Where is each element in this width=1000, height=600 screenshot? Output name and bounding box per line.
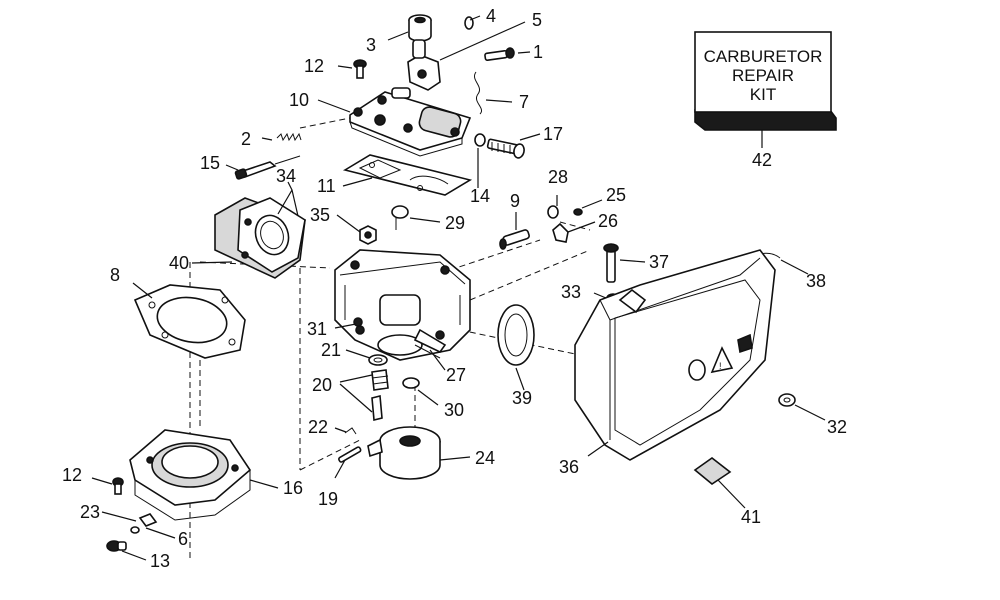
- plug-part-25: [573, 208, 583, 216]
- top-cover-part-10: [349, 87, 472, 157]
- kit-line-3: KIT: [750, 85, 776, 104]
- label-12-top: 12: [304, 56, 324, 76]
- fitting-part-5: [407, 39, 441, 91]
- label-21: 21: [321, 340, 341, 360]
- needle-part-15: [234, 155, 301, 180]
- pin-part-27: [414, 344, 441, 359]
- intake-plate-part-34: [214, 197, 306, 279]
- kit-line-1: CARBURETOR: [704, 47, 823, 66]
- label-41: 41: [741, 507, 761, 527]
- spring-part-2: [276, 132, 302, 142]
- nut-part-35: [359, 225, 377, 245]
- label-39: 39: [512, 388, 532, 408]
- float-part-24: [367, 426, 441, 480]
- fitting-part-9: [499, 229, 530, 250]
- label-4: 4: [486, 6, 496, 26]
- plug-part-23: [138, 513, 158, 527]
- carburetor-body: [334, 249, 471, 361]
- label-12-bottom: 12: [62, 465, 82, 485]
- o-ring-part-30: [402, 377, 420, 389]
- label-20: 20: [312, 375, 332, 395]
- label-10: 10: [289, 90, 309, 110]
- label-8: 8: [110, 265, 120, 285]
- clip-part-7: [474, 71, 482, 115]
- screw-part-1: [484, 47, 515, 62]
- screw-part-12-bottom: [112, 477, 124, 495]
- label-36: 36: [559, 457, 579, 477]
- drain-screw-part-13: [106, 540, 127, 552]
- plug-part-28: [547, 205, 559, 219]
- label-24: 24: [475, 448, 495, 468]
- kit-line-2: REPAIR: [732, 66, 794, 85]
- label-15: 15: [200, 153, 220, 173]
- silencer-part-36: !: [574, 249, 776, 461]
- fitting-part-29: [391, 205, 409, 230]
- label-19: 19: [318, 489, 338, 509]
- label-27: 27: [446, 365, 466, 385]
- pin-part-19: [338, 446, 362, 463]
- gasket-part-8: [133, 284, 246, 359]
- decal-part-41: [693, 457, 732, 485]
- leader-lines: [91, 15, 826, 561]
- bracket-part-26: [552, 222, 569, 243]
- label-42: 42: [752, 150, 772, 170]
- screw-part-12-top: [353, 59, 367, 79]
- label-35: 35: [310, 205, 330, 225]
- label-37: 37: [649, 252, 669, 272]
- repair-kit-box-part-42: CARBURETOR REPAIR KIT: [694, 31, 837, 131]
- screw-part-31: [353, 317, 363, 327]
- label-25: 25: [606, 185, 626, 205]
- washer-part-21: [368, 354, 388, 366]
- needle-valve-part-20: [371, 369, 389, 422]
- label-23: 23: [80, 502, 100, 522]
- float-bowl-part-16: [129, 429, 252, 521]
- label-26: 26: [598, 211, 618, 231]
- washer-part-6: [130, 526, 140, 534]
- seal-part-39: [497, 304, 535, 366]
- label-22: 22: [308, 417, 328, 437]
- label-9: 9: [510, 191, 520, 211]
- label-28: 28: [548, 167, 568, 187]
- svg-text:!: !: [719, 361, 722, 371]
- label-7: 7: [519, 92, 529, 112]
- label-31: 31: [307, 319, 327, 339]
- label-16: 16: [283, 478, 303, 498]
- label-40: 40: [169, 253, 189, 273]
- label-29: 29: [445, 213, 465, 233]
- label-2: 2: [241, 129, 251, 149]
- label-34: 34: [276, 166, 296, 186]
- label-5: 5: [532, 10, 542, 30]
- label-13: 13: [150, 551, 170, 571]
- label-33: 33: [561, 282, 581, 302]
- cap-part-3: [408, 14, 432, 42]
- clip-part-22: [344, 427, 357, 435]
- label-6: 6: [178, 529, 188, 549]
- bolt-part-37: [603, 243, 619, 283]
- part-labels: 1 2 3 4 5 6 7 8 9 10 11 12 12 13 14 15 1…: [62, 6, 847, 571]
- label-3: 3: [366, 35, 376, 55]
- screw-part-17: [486, 138, 525, 159]
- grommet-part-32: [778, 393, 796, 407]
- label-14: 14: [470, 186, 490, 206]
- gasket-part-11: [342, 154, 473, 196]
- label-38: 38: [806, 271, 826, 291]
- label-11: 11: [317, 176, 336, 196]
- label-17: 17: [543, 124, 563, 144]
- label-1: 1: [533, 42, 543, 62]
- label-30: 30: [444, 400, 464, 420]
- label-32: 32: [827, 417, 847, 437]
- washer-part-14: [474, 133, 486, 147]
